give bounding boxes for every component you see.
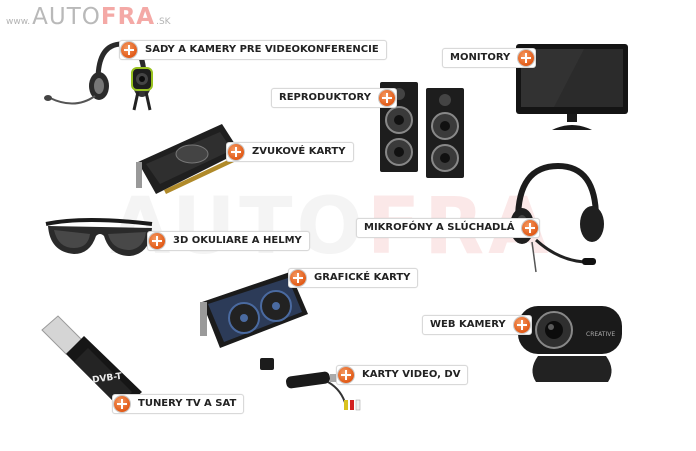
logo-auto: AUTO: [32, 4, 101, 30]
logo-fra: FRA: [100, 4, 156, 30]
sound-card-image[interactable]: [136, 118, 242, 200]
3d-glasses-image[interactable]: [44, 214, 156, 266]
plus-icon: [518, 50, 535, 66]
plus-icon: [522, 220, 539, 236]
site-logo[interactable]: www. AUTO FRA .SK: [6, 4, 171, 30]
plus-icon: [378, 90, 395, 106]
plus-icon: [114, 396, 130, 412]
graphics-card-image[interactable]: [200, 268, 310, 354]
category-speakers[interactable]: REPRODUKTORY: [271, 88, 397, 108]
category-video-cards[interactable]: KARTY VIDEO, DV: [336, 365, 469, 385]
category-headsets-cameras[interactable]: SADY A KAMERY PRE VIDEOKONFERENCIE: [119, 40, 387, 60]
plus-icon: [290, 270, 306, 286]
plus-icon: [121, 42, 137, 58]
webcam-image[interactable]: CREATIVE: [508, 300, 628, 386]
plus-icon: [513, 317, 530, 333]
tuner-brand: DVB-T: [92, 372, 124, 386]
webcam-brand: CREATIVE: [586, 331, 615, 338]
category-tv-tuners[interactable]: TUNERY TV A SAT: [112, 394, 245, 414]
logo-www: www.: [6, 17, 31, 27]
category-3d-glasses[interactable]: 3D OKULIARE A HELMY: [147, 231, 310, 251]
tv-tuner-image[interactable]: DVB-T: [38, 312, 156, 412]
category-graphics-cards[interactable]: GRAFICKÉ KARTY: [288, 268, 419, 288]
plus-icon: [228, 144, 244, 160]
category-microphones[interactable]: MIKROFÓNY A SLÚCHADLÁ: [356, 218, 541, 238]
category-webcams[interactable]: WEB KAMERY: [422, 315, 532, 335]
plus-icon: [149, 233, 165, 249]
headset-webcam-image[interactable]: [40, 40, 160, 115]
logo-sk: .SK: [156, 17, 171, 27]
plus-icon: [338, 367, 354, 383]
monitor-image[interactable]: [514, 44, 630, 132]
speakers-image[interactable]: [378, 82, 468, 178]
category-sound-cards[interactable]: ZVUKOVÉ KARTY: [226, 142, 354, 162]
category-monitors[interactable]: MONITORY: [442, 48, 537, 68]
